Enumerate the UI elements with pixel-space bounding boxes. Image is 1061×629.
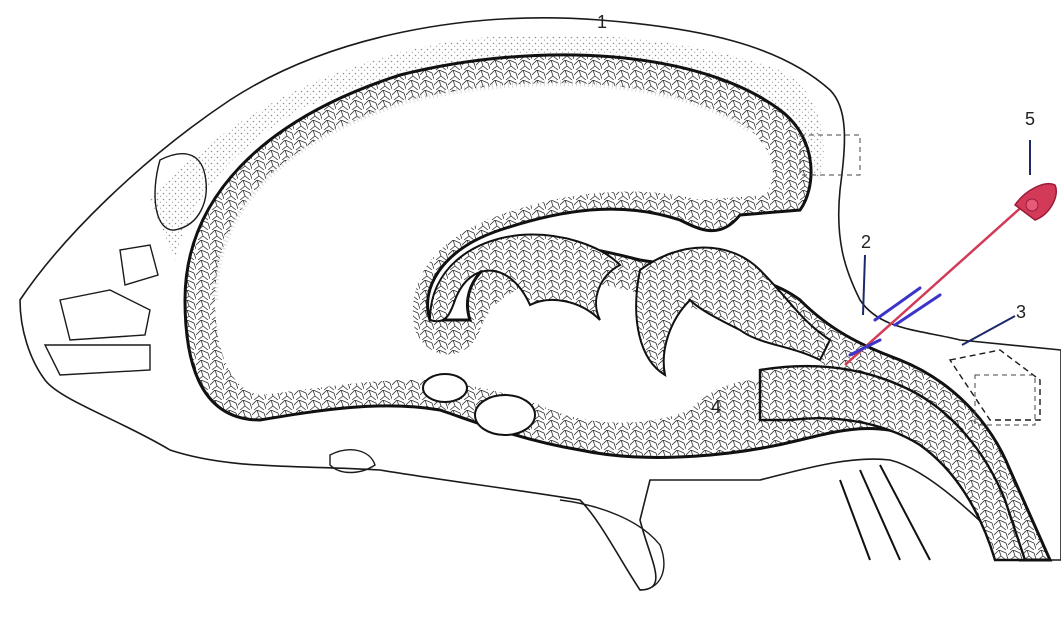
label-needle: 5 <box>1025 109 1035 129</box>
leader-lines <box>863 140 1030 345</box>
label-spinal-cord: 3 <box>1016 302 1026 322</box>
label-ventricle: 4 <box>711 397 721 417</box>
label-cisterna: 2 <box>861 232 871 252</box>
spinal-cord <box>760 366 1025 560</box>
label-skull: 1 <box>597 12 607 32</box>
